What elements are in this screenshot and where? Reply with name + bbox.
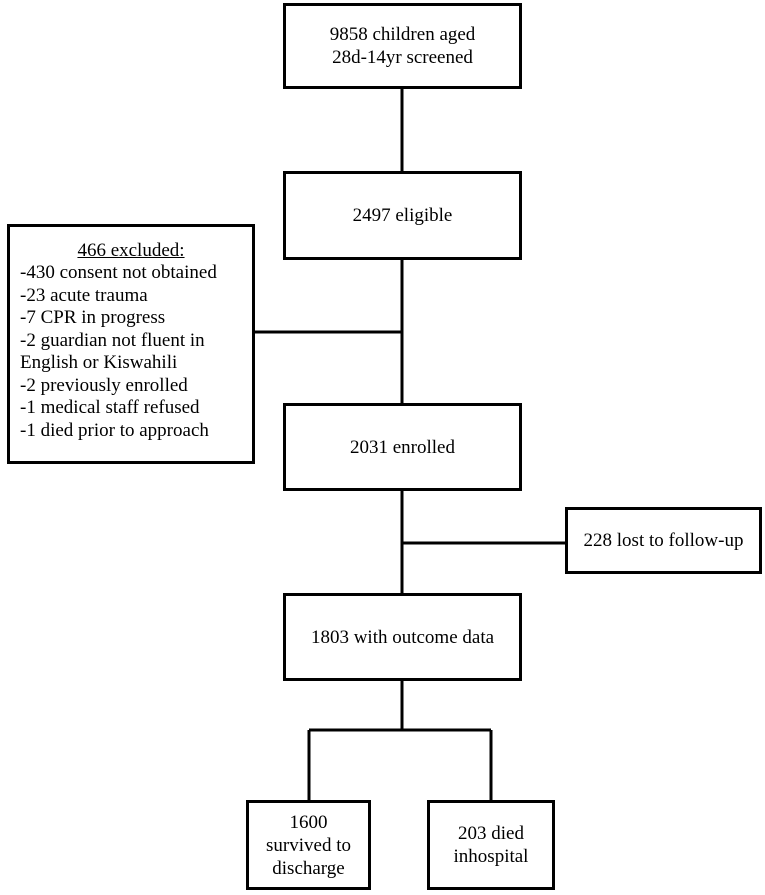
screened-line-2: 28d-14yr screened [332, 47, 473, 68]
box-died: 203 died inhospital [427, 800, 555, 890]
lost-label: 228 lost to follow-up [583, 530, 744, 551]
excluded-reasons: -430 consent not obtained -23 acute trau… [20, 262, 217, 442]
eligible-label: 2497 eligible [352, 205, 453, 226]
box-enrolled: 2031 enrolled [283, 403, 522, 491]
box-excluded: 466 excluded: -430 consent not obtained … [7, 224, 255, 464]
survived-line-2: survived to [266, 834, 351, 856]
box-outcome-data: 1803 with outcome data [283, 593, 522, 681]
excluded-reason: -2 guardian not fluent in [20, 329, 205, 351]
excluded-reason: -430 consent not obtained [20, 262, 217, 283]
excluded-title: 466 excluded: [77, 240, 185, 261]
excluded-reason: English or Kiswahili [20, 352, 178, 373]
outcome-label: 1803 with outcome data [310, 626, 495, 648]
excluded-reason: -23 acute trauma [20, 284, 148, 306]
survived-line-3: discharge [272, 857, 345, 879]
box-screened: 9858 children aged 28d-14yr screened [283, 3, 522, 89]
box-lost-to-follow-up: 228 lost to follow-up [565, 507, 762, 574]
box-survived: 1600 survived to discharge [246, 800, 371, 890]
died-line-1: 203 died [458, 823, 524, 844]
died-line-2: inhospital [453, 846, 529, 867]
box-eligible: 2497 eligible [283, 171, 522, 260]
enrolled-label: 2031 enrolled [349, 436, 455, 458]
excluded-reason: -2 previously enrolled [20, 374, 188, 396]
excluded-reason: -7 CPR in progress [20, 307, 166, 328]
screened-line-1: 9858 children aged [329, 24, 476, 45]
excluded-reason: -1 died prior to approach [20, 419, 209, 441]
survived-line-1: 1600 [289, 811, 328, 833]
excluded-reason: -1 medical staff refused [20, 397, 200, 418]
